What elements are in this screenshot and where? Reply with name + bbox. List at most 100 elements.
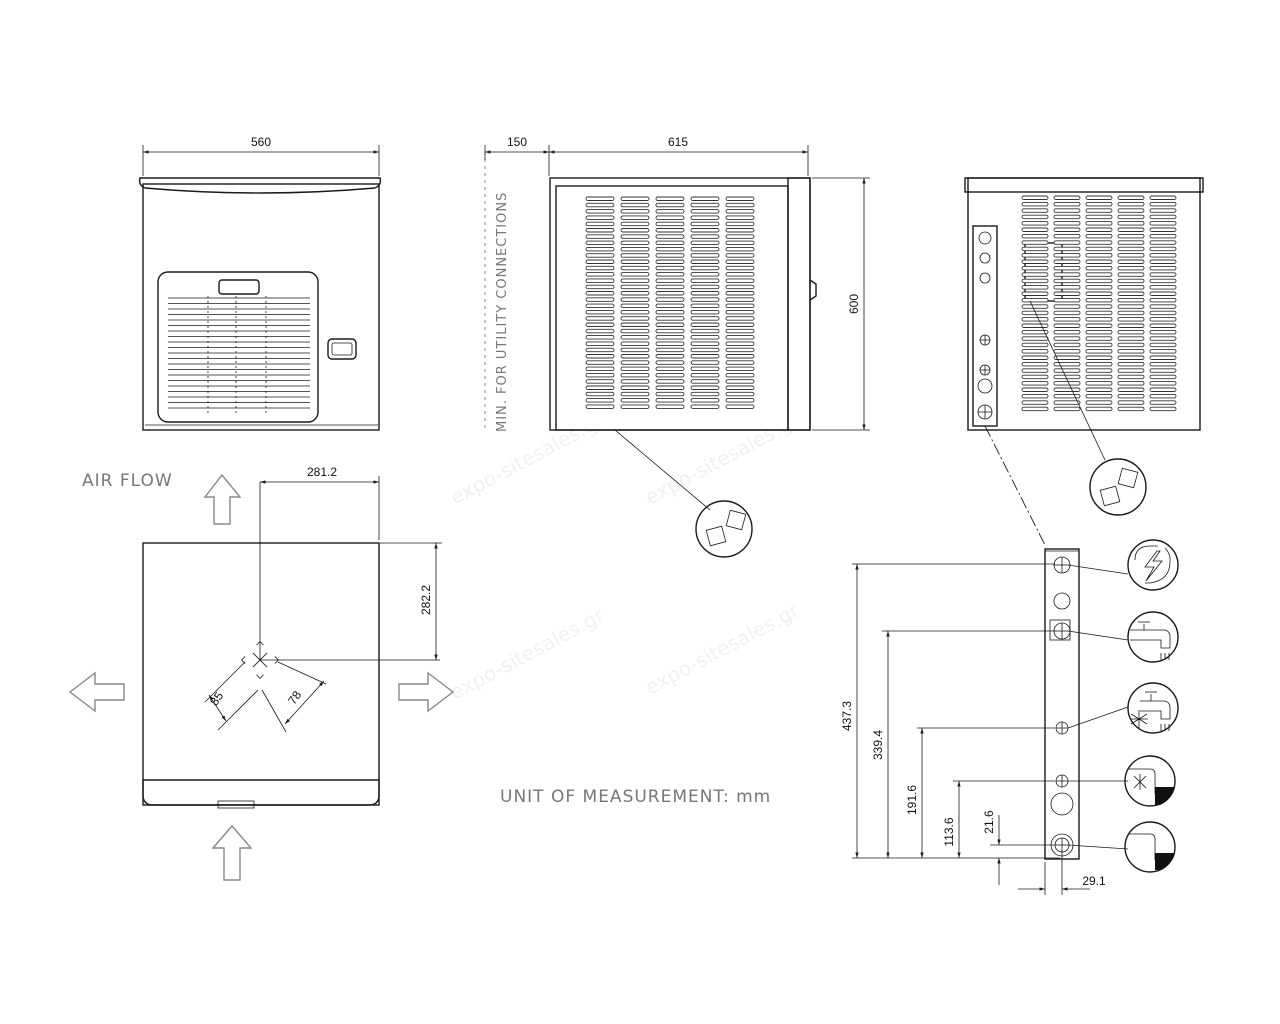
rear-dim-label: 21.6 — [982, 810, 996, 834]
vent-slot — [1021, 297, 1049, 303]
vent-slot — [1021, 349, 1049, 354]
vent-slot — [655, 291, 685, 296]
vent-slot — [1149, 349, 1177, 354]
vent-slot — [1085, 323, 1113, 328]
vent-slot — [1117, 349, 1145, 354]
vent-slot — [620, 309, 650, 315]
vent-slot — [690, 228, 720, 233]
vent-slot — [690, 297, 720, 302]
vent-slot — [1149, 201, 1177, 207]
depth-label: 615 — [668, 135, 688, 149]
vent-slot — [1149, 323, 1177, 328]
vent-slot — [725, 398, 755, 403]
vent-slot — [725, 404, 755, 409]
vent-slot — [1053, 246, 1081, 252]
vent-slot — [1149, 406, 1177, 412]
vent-slot — [1085, 368, 1113, 373]
vent-slot — [725, 202, 755, 208]
vent-slot — [1117, 195, 1145, 200]
vent-slot — [1021, 265, 1049, 271]
vent-slot — [1117, 361, 1145, 367]
vent-slot — [1053, 393, 1081, 399]
vent-slot — [1021, 317, 1049, 322]
vent-slot — [725, 322, 755, 327]
vent-slot — [620, 291, 650, 296]
vent-slot — [725, 272, 755, 277]
vent-slot — [725, 284, 755, 290]
vent-slot — [1149, 310, 1177, 316]
vent-slot — [1149, 336, 1177, 341]
vent-slot — [1021, 221, 1049, 226]
vent-slot — [1149, 233, 1177, 239]
vent-slot — [655, 215, 685, 220]
vent-slot — [1085, 246, 1113, 252]
vent-slot — [1117, 253, 1145, 258]
vent-slot — [585, 284, 615, 290]
vent-slot — [1053, 355, 1081, 360]
vent-slot — [620, 202, 650, 208]
vent-slot — [1149, 221, 1177, 226]
vent-slot — [1117, 400, 1145, 405]
vent-slot — [725, 391, 755, 397]
vent-slot — [1021, 374, 1049, 380]
vent-slot — [1117, 406, 1145, 412]
vent-slot — [1085, 361, 1113, 367]
vent-slot — [620, 215, 650, 220]
cold-water-inlet-icon — [1127, 682, 1179, 734]
vent-slot — [1085, 195, 1113, 200]
vent-slot — [1117, 265, 1145, 271]
vent-slot — [1021, 323, 1049, 328]
vent-slot — [1117, 342, 1145, 348]
vent-slot — [620, 341, 650, 346]
vent-slot — [585, 379, 615, 384]
airflow-in-arrow — [211, 824, 253, 881]
vent-slot — [725, 246, 755, 252]
vent-slot — [1021, 368, 1049, 373]
vent-slot — [1085, 201, 1113, 207]
vent-slot — [655, 272, 685, 277]
power-icon — [1127, 539, 1179, 591]
rear-dim-label: 29.1 — [1082, 874, 1106, 888]
vent-slot — [1021, 329, 1049, 335]
vent-slot — [620, 354, 650, 359]
vent-slot — [655, 253, 685, 258]
vent-slot — [620, 259, 650, 264]
vent-slot — [725, 253, 755, 258]
watermarks: expo-sitesales.gr expo-sitesales.gr expo… — [446, 408, 804, 705]
vent-slot — [655, 196, 685, 201]
vent-slot — [1021, 214, 1049, 220]
vent-slot — [655, 372, 685, 378]
vent-slot — [725, 297, 755, 302]
vent-slot — [1117, 374, 1145, 380]
vent-slot — [690, 272, 720, 277]
vent-slot — [620, 297, 650, 302]
vent-slot — [1021, 336, 1049, 341]
vent-slot — [1117, 227, 1145, 232]
vent-slot — [1085, 381, 1113, 386]
vent-slot — [585, 209, 615, 214]
vent-slot — [1021, 285, 1049, 290]
vent-slot — [1085, 355, 1113, 360]
vent-slot — [1021, 272, 1049, 277]
vent-slot — [655, 328, 685, 334]
vent-slot — [1085, 297, 1113, 303]
vent-slot — [1085, 304, 1113, 309]
vent-slot — [1021, 278, 1049, 284]
ice-cubes-icon — [1089, 458, 1147, 516]
vent-slot — [620, 272, 650, 277]
vent-slot — [1149, 259, 1177, 264]
vent-slot — [725, 335, 755, 340]
vent-slot — [1053, 381, 1081, 386]
vent-slot — [1021, 304, 1049, 309]
vent-slot — [1021, 393, 1049, 399]
vent-slot — [1149, 393, 1177, 399]
vent-slot — [1149, 195, 1177, 200]
vent-slot — [655, 391, 685, 397]
vent-slot — [620, 278, 650, 283]
rear-view — [964, 177, 1204, 546]
vent-slot — [690, 391, 720, 397]
vent-slot — [655, 316, 685, 321]
rear-dim-label: 339.4 — [871, 730, 885, 760]
vent-slot — [725, 291, 755, 296]
vent-slot — [1021, 400, 1049, 405]
